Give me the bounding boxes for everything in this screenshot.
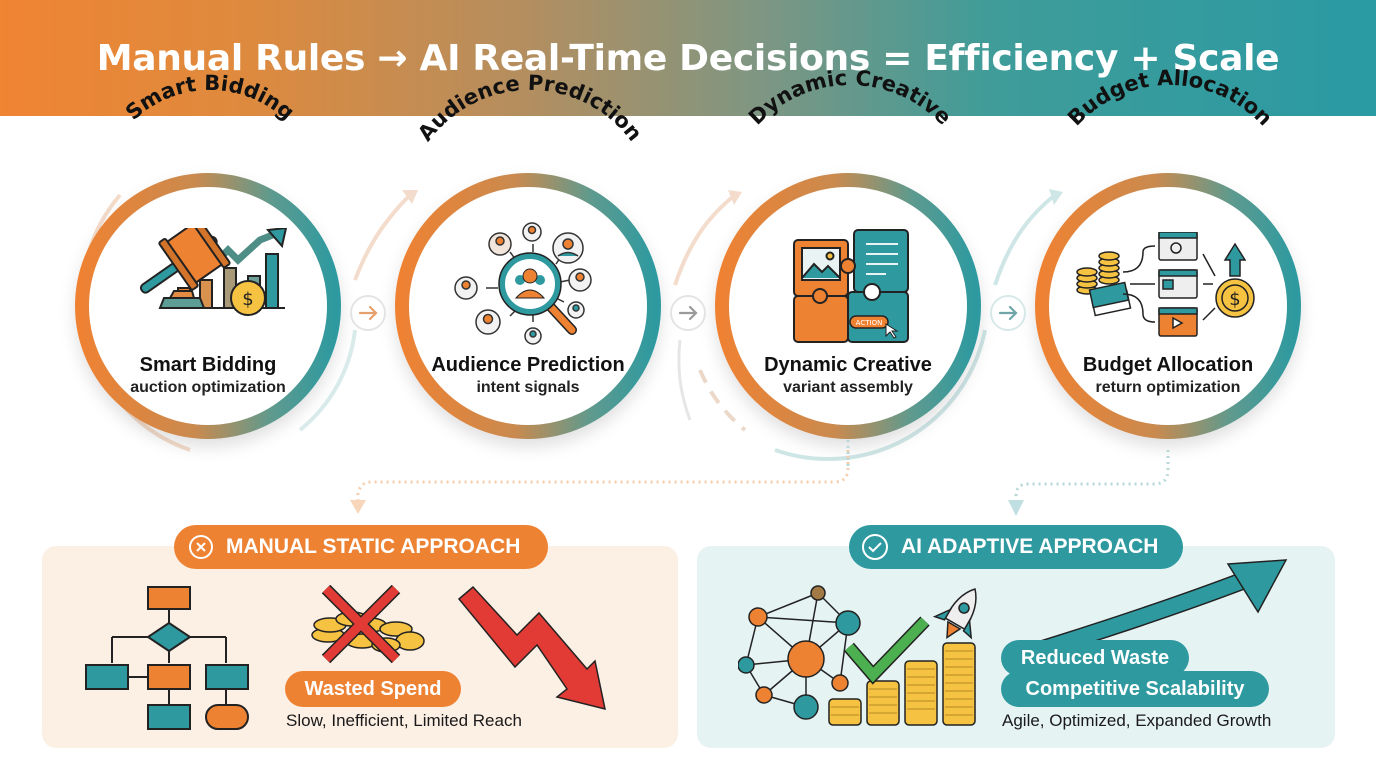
budget-flow-icon: $: [1076, 232, 1255, 337]
stage-title: Budget Allocation: [1082, 354, 1254, 376]
stage-subtitle: return optimization: [1095, 379, 1241, 396]
stage-audience-prediction: Audience Prediction intent signals: [393, 354, 663, 397]
stage-title: Dynamic Creative: [764, 354, 932, 376]
wasted-spend-tag: Wasted Spend: [285, 671, 461, 707]
svg-text:$: $: [1229, 289, 1240, 310]
network-nodes-icon: [738, 585, 861, 720]
audience-magnifier-icon: [454, 222, 592, 345]
puzzle-creative-icon: ACTION: [793, 229, 909, 343]
check-circle-icon: [862, 534, 888, 560]
svg-text:Smart Bidding: Smart Bidding: [121, 71, 299, 125]
header-banner: Manual Rules → AI Real-Time Decisions = …: [0, 0, 1376, 116]
svg-text:Dynamic Creative: Dynamic Creative: [744, 66, 956, 130]
svg-text:ACTION: ACTION: [856, 319, 883, 327]
stage-budget-allocation: Budget Allocation return optimization: [1033, 354, 1303, 397]
connector-1: [350, 295, 386, 331]
trend-down-arrow-icon: [457, 585, 606, 711]
flowchart-icon: [85, 586, 249, 730]
ai-approach-badge: AI ADAPTIVE APPROACH: [849, 525, 1183, 569]
gavel-chart-icon: $: [139, 228, 288, 316]
stage-smart-bidding: Smart Bidding auction optimization: [73, 354, 343, 397]
svg-text:Budget Allocation: Budget Allocation: [1063, 66, 1277, 131]
stage-dynamic-creative: Dynamic Creative variant assembly: [713, 354, 983, 397]
stage-subtitle: intent signals: [476, 379, 580, 396]
stage-subtitle: auction optimization: [130, 379, 286, 396]
stage-title: Audience Prediction: [431, 354, 625, 376]
page-title: Manual Rules → AI Real-Time Decisions = …: [96, 37, 1280, 79]
manual-approach-badge: MANUAL STATIC APPROACH: [174, 525, 548, 569]
check-coins-rocket-icon: [828, 588, 977, 726]
stage-subtitle: variant assembly: [783, 379, 913, 396]
ai-caption: Agile, Optimized, Expanded Growth: [1002, 711, 1272, 730]
crossed-coins-icon: [311, 585, 425, 664]
x-circle-icon: [189, 535, 213, 559]
svg-text:Audience Prediction: Audience Prediction: [413, 71, 647, 146]
stage-title: Smart Bidding: [139, 354, 277, 376]
competitive-scalability-tag: Competitive Scalability: [1001, 671, 1269, 707]
manual-caption: Slow, Inefficient, Limited Reach: [286, 711, 522, 730]
svg-text:$: $: [242, 289, 253, 310]
reduced-waste-tag: Reduced Waste: [1001, 640, 1189, 676]
